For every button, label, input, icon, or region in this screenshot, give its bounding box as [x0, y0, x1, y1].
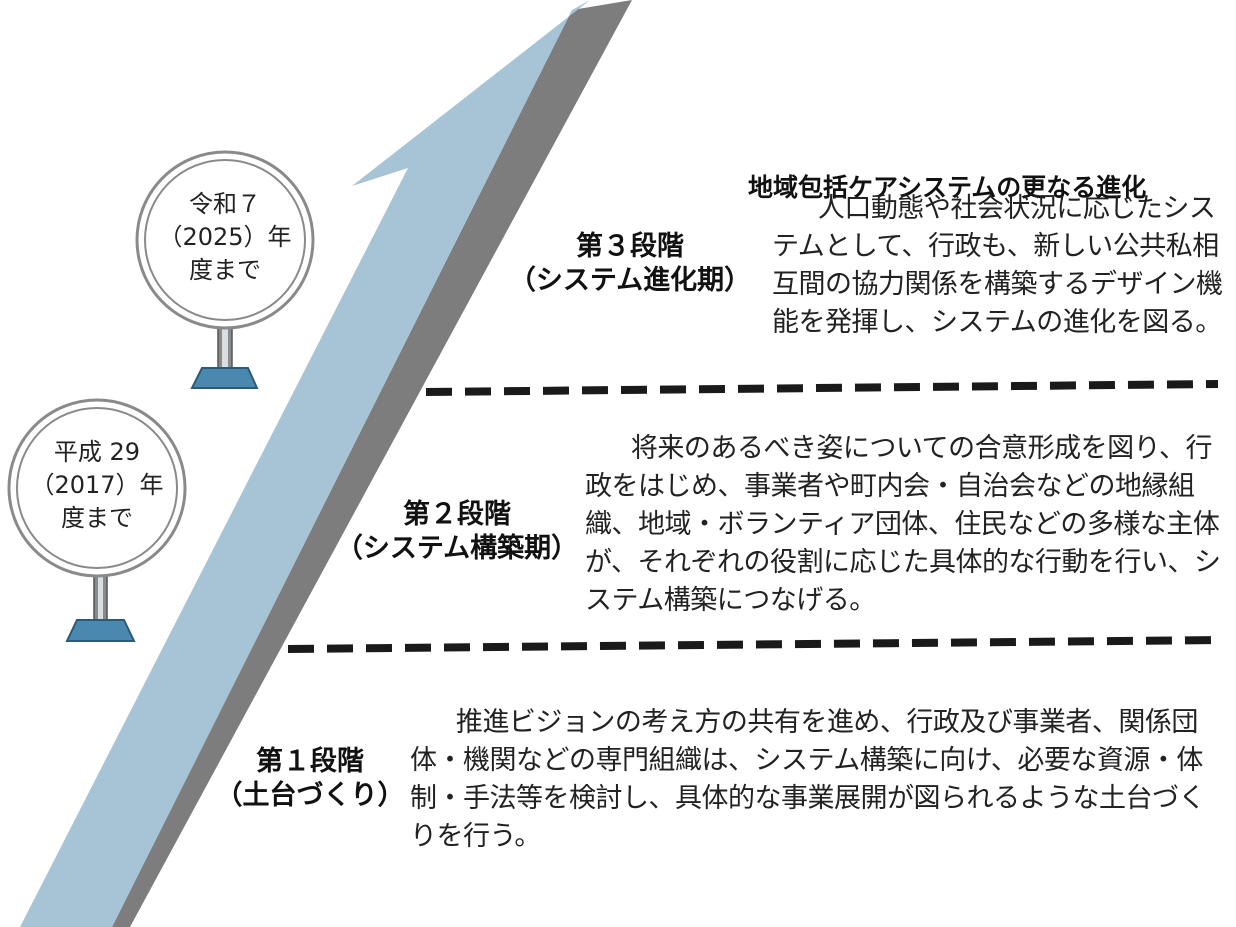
stage-divider-lower — [287, 636, 1223, 653]
progress-arrow — [20, 0, 590, 927]
progress-arrow-shadow — [112, 0, 632, 927]
milestone-2025-line3: 度まで — [189, 256, 261, 284]
milestone-2025-line2: （2025）年 — [158, 223, 292, 251]
milestone-2025-text: 令和７ （2025）年 度まで — [151, 188, 299, 287]
stage3-label-period: （システム進化期） — [508, 265, 752, 296]
milestone-2017-line1: 平成 29 — [53, 438, 141, 466]
stage1-label-title: 第１段階 — [256, 746, 364, 777]
stage2-label-title: 第２段階 — [403, 499, 511, 530]
milestone-2025-line1: 令和７ — [189, 190, 261, 218]
stage1-description: 推進ビジョンの考え方の共有を進め、行政及び事業者、関係団体・機関などの専門組織は… — [410, 707, 1206, 852]
stage3-heading: 地域包括ケアシステムの更なる進化 — [748, 173, 1147, 202]
milestone-2017-text: 平成 29 （2017）年 度まで — [23, 436, 171, 535]
stage2-label-period: （システム構築期） — [335, 533, 579, 564]
milestone-sign-2017 — [7, 398, 187, 642]
milestone-sign-2025 — [135, 150, 315, 389]
stage3-description: 人口動態や社会状況に応じたシステムとして、行政も、新しい公共私相互間の協力関係を… — [772, 193, 1223, 338]
stage-divider-upper — [425, 380, 1219, 396]
milestone-2017-line2: （2017）年 — [30, 471, 164, 499]
stage1-label-period: （土台づくり） — [215, 780, 405, 811]
milestone-2017-line3: 度まで — [61, 504, 133, 532]
stage3-label-title: 第３段階 — [576, 231, 684, 262]
stage2-label: 第２段階 （システム構築期） — [328, 498, 586, 566]
stage3-label: 第３段階 （システム進化期） — [490, 230, 770, 298]
stage1-label: 第１段階 （土台づくり） — [205, 745, 415, 813]
stage2-description: 将来のあるべき姿についての合意形成を図り、行政をはじめ、事業者や町内会・自治会な… — [585, 433, 1221, 616]
